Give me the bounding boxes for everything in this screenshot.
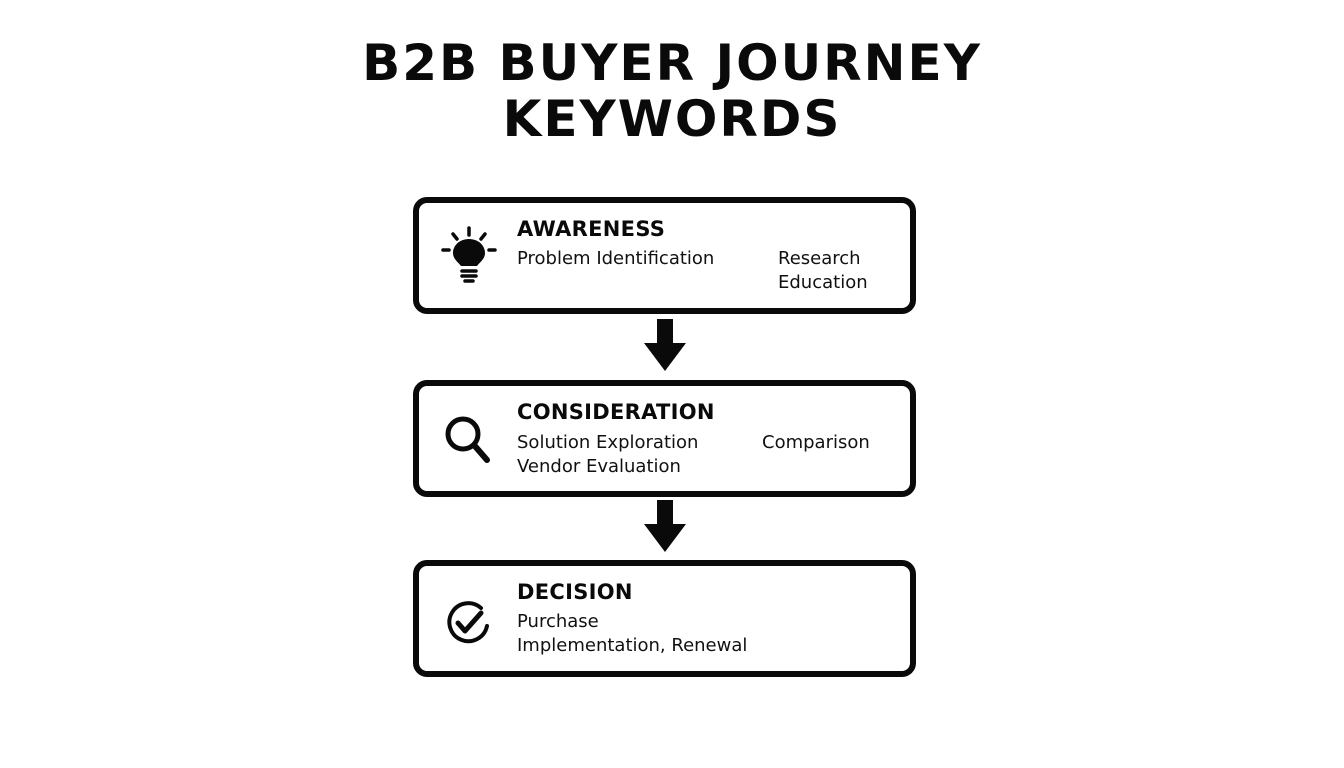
stage-name: CONSIDERATION — [517, 400, 715, 424]
down-arrow-icon — [644, 319, 686, 371]
diagram-title-line-1: B2B BUYER JOURNEY — [362, 34, 982, 92]
stage-name: AWARENESS — [517, 217, 666, 241]
keyword: Comparison — [762, 432, 870, 453]
stage-awareness: AWARENESS Problem Identification Researc… — [413, 197, 916, 314]
keyword: Problem Identification — [517, 248, 715, 269]
down-arrow-icon — [644, 500, 686, 552]
keyword: Education — [778, 272, 868, 293]
keyword: Purchase — [517, 611, 599, 632]
lightbulb-icon — [441, 226, 497, 283]
keyword: Vendor Evaluation — [517, 456, 681, 477]
stage-decision: DECISION Purchase Implementation, Renewa… — [413, 560, 916, 677]
keyword: Implementation, Renewal — [517, 635, 748, 656]
stage-name: DECISION — [517, 580, 633, 604]
magnifier-icon — [445, 416, 490, 463]
check-circle-icon — [447, 601, 489, 644]
diagram-title-line-2: KEYWORDS — [502, 90, 842, 148]
stage-consideration: CONSIDERATION Solution Exploration Vendo… — [413, 380, 916, 497]
keyword: Solution Exploration — [517, 432, 699, 453]
keyword: Research — [778, 248, 861, 269]
